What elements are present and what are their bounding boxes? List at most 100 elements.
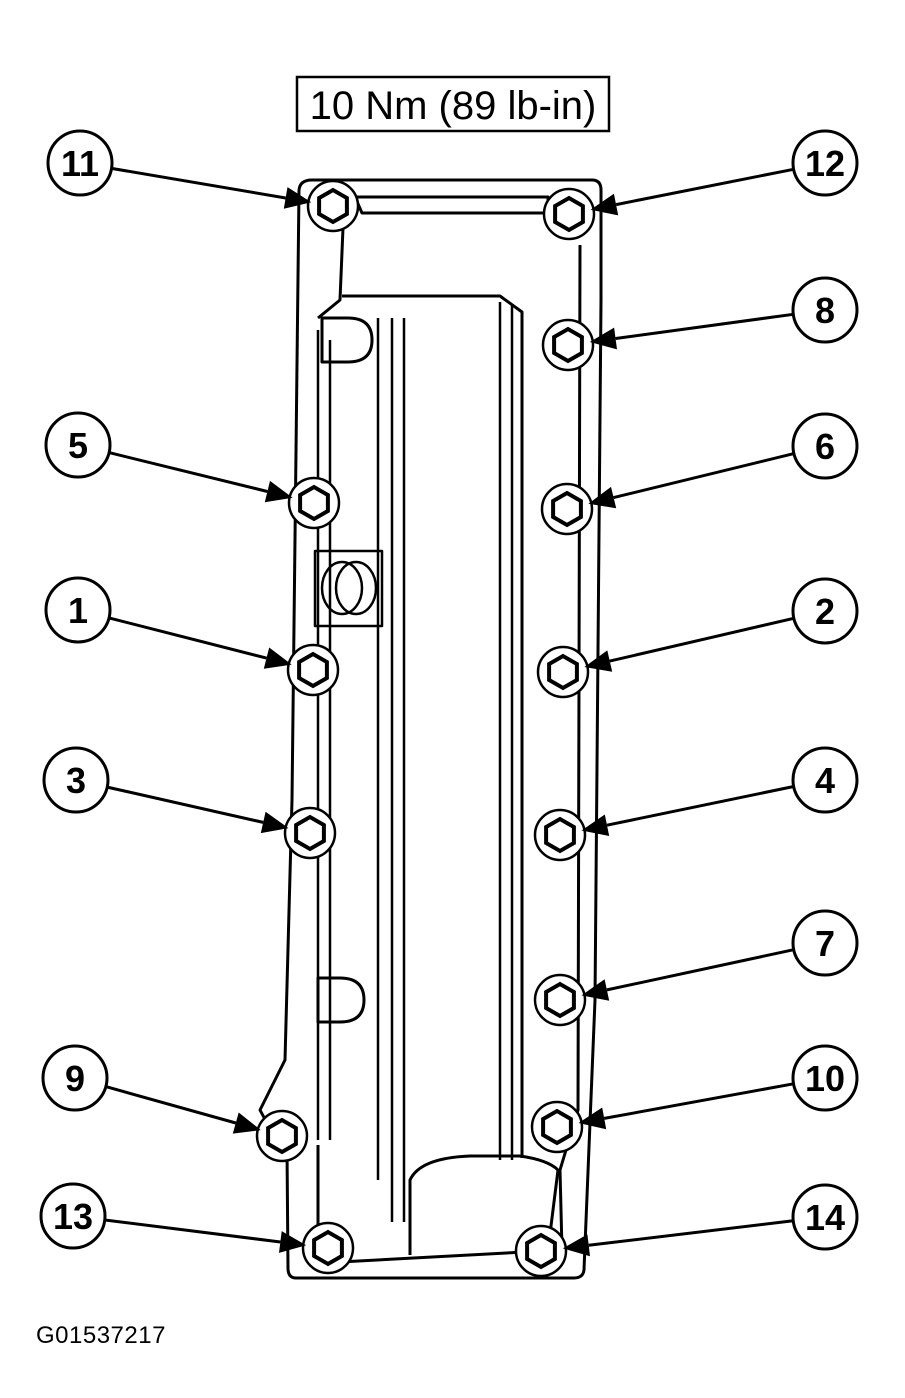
bolt-head-3	[294, 814, 326, 852]
callout-10: 10	[791, 1044, 859, 1112]
callout-circle-5	[44, 411, 112, 479]
arrowhead-13	[279, 1231, 307, 1253]
callout-circle-4	[791, 746, 859, 814]
bolt-8	[541, 318, 595, 372]
callout-circle-8	[791, 276, 859, 344]
callout-number-12: 12	[805, 143, 845, 184]
callout-number-4: 4	[815, 760, 835, 801]
torque-spec-label: 10 Nm (89 lb-in)	[310, 84, 597, 128]
callout-7: 7	[791, 909, 859, 977]
bolt-1	[286, 643, 340, 697]
leader-line-6	[613, 452, 795, 500]
cover-rib-outer	[342, 294, 524, 1158]
callout-11: 11	[46, 129, 114, 197]
callout-circle-13	[39, 1182, 107, 1250]
bolt-11	[306, 179, 360, 233]
leader-line-1	[108, 616, 267, 660]
callout-9: 9	[41, 1044, 109, 1112]
bolt-head-8	[552, 326, 584, 364]
arrowhead-7	[581, 979, 610, 1001]
callout-number-2: 2	[815, 591, 835, 632]
callout-circle-10	[791, 1044, 859, 1112]
callout-14: 14	[791, 1183, 859, 1251]
bolt-head-13	[312, 1229, 344, 1267]
bottom-recess	[408, 1154, 560, 1255]
bolt-head-10	[541, 1108, 573, 1146]
callout-number-14: 14	[805, 1197, 845, 1238]
bolt-head-14	[525, 1232, 557, 1270]
bolt-5	[287, 476, 341, 530]
callout-8: 8	[791, 276, 859, 344]
bolt-10	[530, 1100, 584, 1154]
logo-badge	[313, 549, 384, 628]
upper-port	[320, 316, 374, 364]
callout-number-11: 11	[61, 143, 99, 184]
leader-line-14	[588, 1219, 794, 1247]
bolt-3	[283, 806, 337, 860]
bolt-head-9	[266, 1117, 298, 1155]
arrowhead-6	[588, 486, 617, 509]
callout-number-7: 7	[815, 923, 835, 964]
arrowhead-4	[581, 814, 610, 836]
gasket-outer-outline	[258, 178, 603, 1280]
leader-line-10	[603, 1082, 794, 1120]
lower-port	[316, 976, 366, 1024]
leader-line-12	[615, 167, 794, 207]
callout-number-10: 10	[805, 1058, 845, 1099]
bolt-head-1	[297, 651, 329, 689]
bolt-head-12	[553, 195, 585, 233]
callout-number-6: 6	[815, 426, 835, 467]
leader-line-5	[108, 451, 268, 493]
arrowhead-1	[263, 647, 292, 669]
bolt-13	[301, 1221, 355, 1275]
logo-ring-right	[334, 560, 378, 616]
bolt-head-6	[551, 490, 583, 528]
callout-circle-2	[791, 577, 859, 645]
leader-line-8	[615, 312, 794, 340]
bolt-head-11	[317, 187, 349, 225]
arrowhead-9	[232, 1112, 261, 1134]
callout-number-5: 5	[68, 425, 88, 466]
leader-line-7	[606, 948, 795, 992]
callout-circle-12	[791, 129, 859, 197]
leader-line-13	[104, 1218, 281, 1244]
bolt-head-2	[547, 653, 579, 691]
arrowhead-3	[260, 811, 289, 834]
callout-3: 3	[42, 746, 110, 814]
logo-ring-left	[320, 560, 364, 616]
callout-circle-14	[791, 1183, 859, 1251]
callout-number-9: 9	[65, 1058, 85, 1099]
callout-circle-11	[46, 129, 114, 197]
leader-line-3	[106, 785, 264, 824]
leader-line-9	[105, 1085, 237, 1125]
torque-spec-box: 10 Nm (89 lb-in)	[295, 75, 611, 133]
callout-circle-3	[42, 746, 110, 814]
callout-circle-9	[41, 1044, 109, 1112]
callout-4: 4	[791, 746, 859, 814]
bolt-head-4	[544, 816, 576, 854]
arrowhead-2	[584, 650, 613, 672]
callout-1: 1	[44, 576, 112, 644]
arrowhead-5	[264, 480, 293, 503]
arrowhead-12	[590, 193, 619, 216]
bolt-9	[255, 1109, 309, 1163]
callout-5: 5	[44, 411, 112, 479]
callout-number-3: 3	[66, 760, 86, 801]
callout-6: 6	[791, 412, 859, 480]
leader-line-11	[111, 166, 286, 200]
bolt-head-7	[544, 981, 576, 1019]
callout-13: 13	[39, 1182, 107, 1250]
callout-circle-1	[44, 576, 112, 644]
bolt-head-5	[298, 484, 330, 522]
callout-number-13: 13	[53, 1196, 93, 1237]
leader-line-2	[609, 616, 795, 663]
arrowhead-11	[283, 187, 312, 209]
bolt-2	[536, 645, 590, 699]
figure-id: G01537217	[36, 1322, 166, 1349]
arrowhead-8	[589, 327, 617, 350]
bolt-6	[540, 482, 594, 536]
callout-number-8: 8	[815, 290, 835, 331]
callout-number-1: 1	[68, 590, 88, 631]
